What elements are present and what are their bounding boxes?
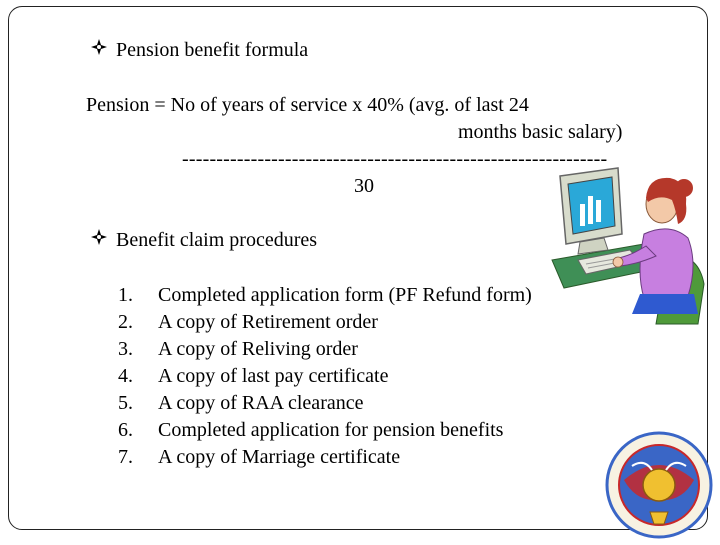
- list-item-number: 1.: [118, 284, 133, 306]
- formula-line-1: Pension = No of years of service x 40% (…: [86, 94, 529, 116]
- heading-benefit-claim-procedures: Benefit claim procedures: [90, 228, 317, 252]
- list-item-number: 2.: [118, 311, 133, 333]
- diamond-bullet-icon: [90, 38, 110, 62]
- heading-2-text: Benefit claim procedures: [116, 228, 318, 251]
- list-item: 6. Completed application for pension ben…: [118, 417, 532, 444]
- list-item-text: A copy of last pay certificate: [158, 365, 389, 387]
- list-item-number: 5.: [118, 392, 133, 414]
- list-item-text: Completed application for pension benefi…: [158, 419, 504, 441]
- formula-divider: ----------------------------------------…: [182, 148, 608, 170]
- heading-1-text: Pension benefit formula: [116, 38, 309, 61]
- list-item-text: A copy of Reliving order: [158, 338, 358, 360]
- list-item-number: 6.: [118, 419, 133, 441]
- diamond-bullet-icon: [90, 228, 110, 252]
- heading-pension-benefit-formula: Pension benefit formula: [90, 38, 308, 62]
- formula-line-2: months basic salary): [458, 121, 623, 143]
- formula-denominator: 30: [354, 175, 374, 197]
- list-item: 5. A copy of RAA clearance: [118, 390, 532, 417]
- list-item-text: A copy of RAA clearance: [158, 392, 364, 414]
- list-item: 2. A copy of Retirement order: [118, 309, 532, 336]
- list-item-number: 7.: [118, 446, 133, 468]
- list-item-text: Completed application form (PF Refund fo…: [158, 284, 532, 306]
- list-item: 1. Completed application form (PF Refund…: [118, 282, 532, 309]
- procedures-list: 1. Completed application form (PF Refund…: [118, 282, 532, 471]
- list-item-number: 3.: [118, 338, 133, 360]
- list-item: 7. A copy of Marriage certificate: [118, 444, 532, 471]
- woman-at-computer-icon: [548, 164, 714, 331]
- list-item-text: A copy of Marriage certificate: [158, 446, 401, 468]
- list-item: 3. A copy of Reliving order: [118, 336, 532, 363]
- list-item: 4. A copy of last pay certificate: [118, 363, 532, 390]
- list-item-text: A copy of Retirement order: [158, 311, 378, 333]
- organization-seal-icon: [604, 430, 714, 545]
- list-item-number: 4.: [118, 365, 133, 387]
- slide-frame: [8, 6, 708, 530]
